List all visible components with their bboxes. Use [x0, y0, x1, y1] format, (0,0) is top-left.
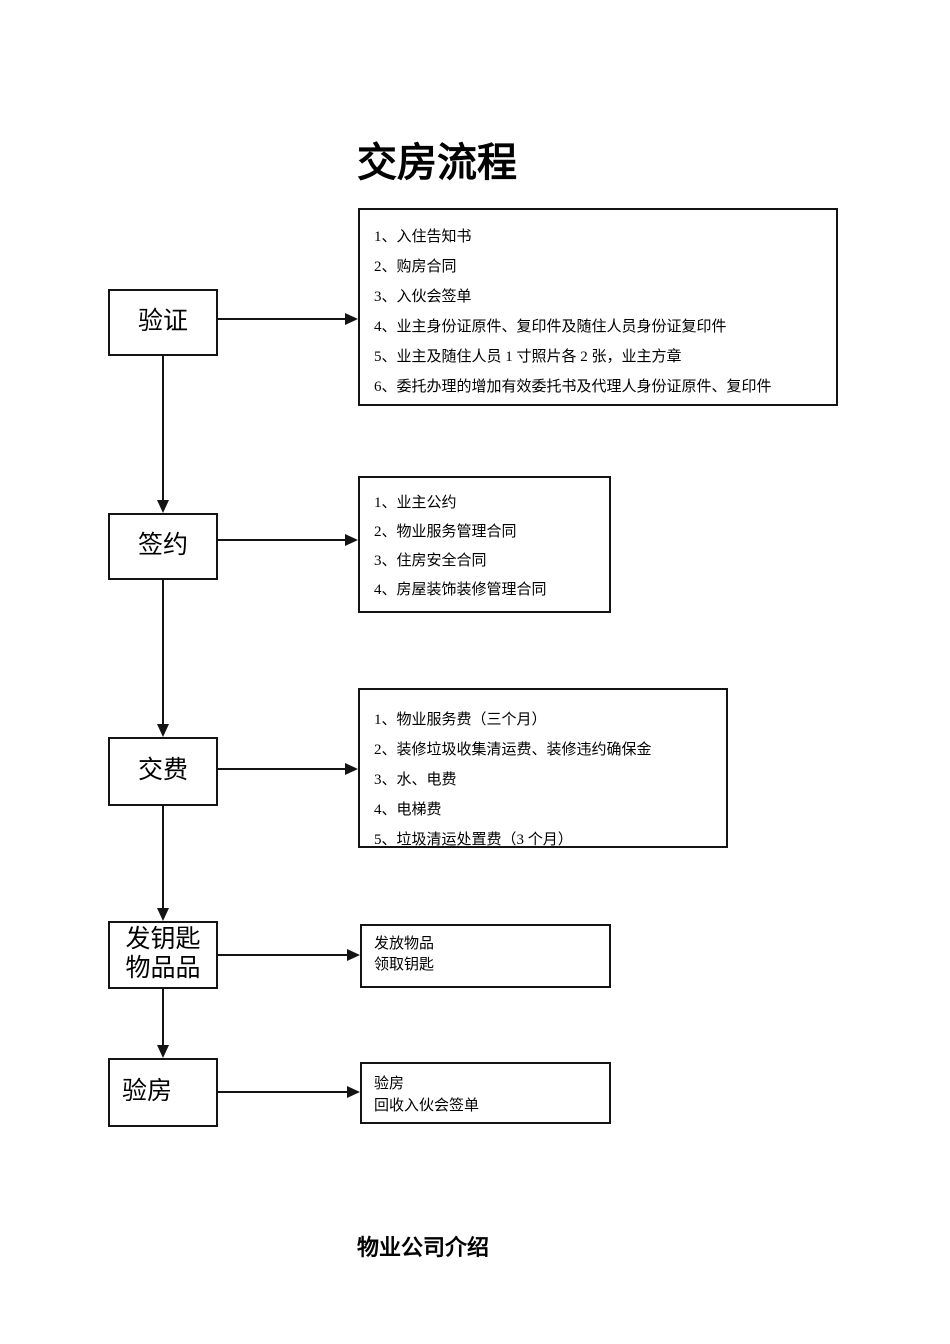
detail-box-pay: 1、物业服务费（三个月） 2、装修垃圾收集清运费、装修违约确保金 3、水、电费 … — [358, 688, 728, 848]
step-label: 签约 — [137, 532, 188, 560]
arrow-down-icon — [157, 908, 169, 921]
step-label: 验房 — [122, 1078, 173, 1106]
detail-line: 1、业主公约 — [374, 495, 457, 511]
step-box-verify: 验证 — [108, 289, 218, 356]
section-heading-property-company: 物业公司介绍 — [357, 1235, 490, 1260]
step-label: 验证 — [137, 308, 188, 336]
detail-line: 2、装修垃圾收集清运费、装修违约确保金 — [374, 742, 652, 758]
detail-box-sign: 1、业主公约 2、物业服务管理合同 3、住房安全合同 4、房屋装饰装修管理合同 — [358, 476, 611, 613]
connector-sign-to-pay — [162, 580, 164, 726]
step-box-keys: 发钥匙 物品品 — [108, 921, 218, 989]
step-label: 物品品 — [125, 955, 201, 982]
arrow-right-icon — [345, 763, 358, 775]
connector-pay-to-keys — [162, 806, 164, 909]
detail-line: 1、入住告知书 — [374, 229, 472, 245]
detail-line: 5、垃圾清运处置费（3 个月） — [374, 832, 573, 848]
detail-line: 4、业主身份证原件、复印件及随住人员身份证复印件 — [374, 319, 727, 335]
step-box-inspect: 验房 — [108, 1058, 218, 1127]
step-label: 发钥匙 — [125, 926, 201, 954]
arrow-right-icon — [345, 534, 358, 546]
detail-line: 3、入伙会签单 — [374, 289, 472, 305]
detail-line: 4、电梯费 — [374, 802, 442, 818]
arrow-line-pay-to-details — [218, 768, 347, 770]
detail-box-inspect: 验房 回收入伙会签单 — [360, 1062, 611, 1124]
arrow-down-icon — [157, 724, 169, 737]
detail-box-keys: 发放物品 领取钥匙 — [360, 924, 611, 988]
arrow-line-sign-to-details — [218, 539, 347, 541]
detail-box-verify: 1、入住告知书 2、购房合同 3、入伙会签单 4、业主身份证原件、复印件及随住人… — [358, 208, 838, 406]
arrow-right-icon — [347, 1086, 360, 1098]
step-box-sign: 签约 — [108, 513, 218, 580]
detail-line: 1、物业服务费（三个月） — [374, 712, 547, 728]
detail-line: 发放物品 — [374, 936, 435, 952]
arrow-line-inspect-to-details — [218, 1091, 349, 1093]
arrow-line-keys-to-details — [218, 954, 349, 956]
detail-line: 3、水、电费 — [374, 772, 457, 788]
detail-line: 4、房屋装饰装修管理合同 — [374, 582, 547, 598]
detail-line: 回收入伙会签单 — [374, 1098, 480, 1114]
detail-line: 3、住房安全合同 — [374, 553, 487, 569]
arrow-down-icon — [157, 500, 169, 513]
detail-line: 2、物业服务管理合同 — [374, 524, 517, 540]
step-label: 交费 — [137, 757, 188, 785]
arrow-down-icon — [157, 1045, 169, 1058]
page-title: 交房流程 — [357, 141, 517, 185]
detail-line: 5、业主及随住人员 1 寸照片各 2 张，业主方章 — [374, 349, 682, 365]
detail-line: 领取钥匙 — [374, 957, 435, 973]
arrow-line-verify-to-details — [218, 318, 347, 320]
connector-verify-to-sign — [162, 356, 164, 502]
detail-line: 验房 — [374, 1076, 405, 1092]
detail-line: 2、购房合同 — [374, 259, 457, 275]
arrow-right-icon — [347, 949, 360, 961]
step-box-pay: 交费 — [108, 737, 218, 806]
arrow-right-icon — [345, 313, 358, 325]
detail-line: 6、委托办理的增加有效委托书及代理人身份证原件、复印件 — [374, 379, 772, 395]
connector-keys-to-inspect — [162, 989, 164, 1047]
